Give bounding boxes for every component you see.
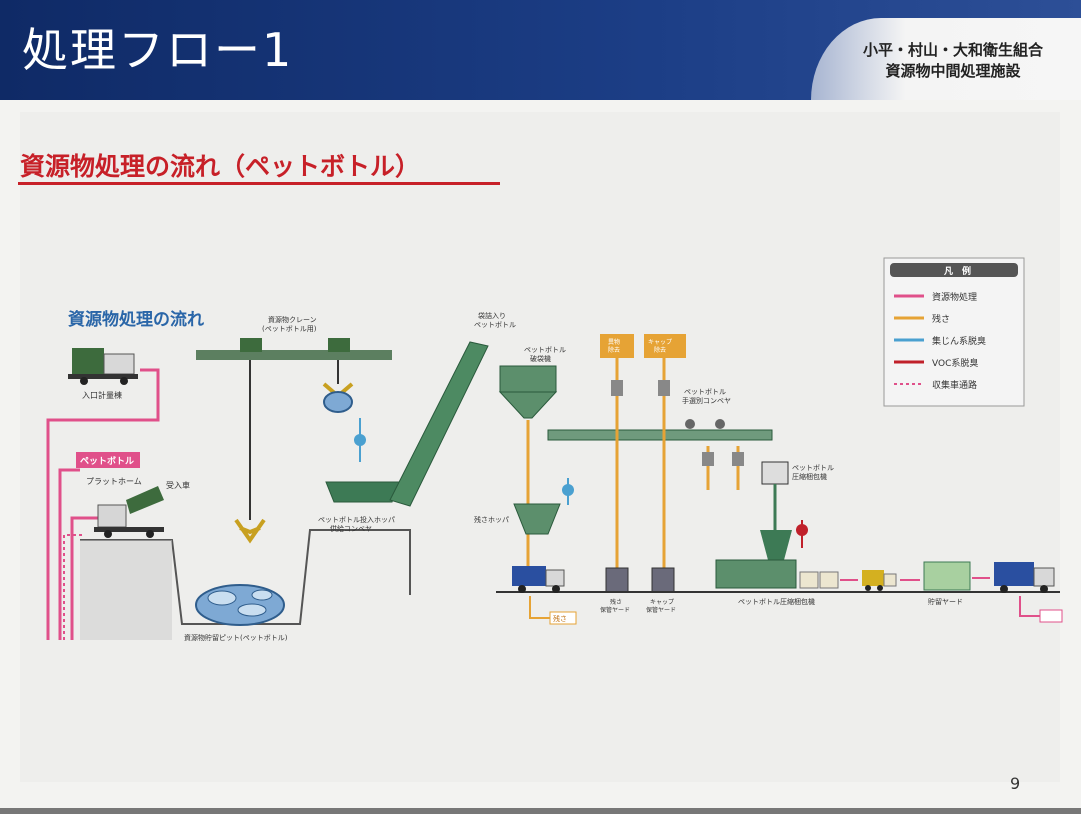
cap-box-a-line-2: 除去 (608, 346, 620, 354)
outbound-box (1039, 609, 1063, 623)
press-machine (715, 559, 797, 589)
dump-truck-label: 受入車 (166, 480, 190, 490)
pit-floor (80, 540, 172, 640)
bag-bottles-line-1: 袋詰入り (478, 311, 506, 320)
residue-hopper (513, 503, 561, 535)
residue-out-label: 残さ (553, 614, 567, 623)
heading-underline (18, 182, 500, 185)
bag-bottles-line-2: ペットボトル (474, 321, 516, 329)
bale-blocks (799, 571, 839, 589)
conveyor-rollers (685, 419, 725, 429)
cap-box-b-line-1: キャップ (648, 339, 672, 346)
residue-truck-icon (512, 566, 565, 593)
collection-dotted-line (63, 534, 82, 640)
input-hopper (325, 481, 401, 503)
bag-breaker-line-1: ペットボトル (524, 346, 566, 354)
org-line-1: 小平・村山・大和衛生組合 (862, 41, 1043, 59)
sort-conveyor (547, 429, 773, 441)
residue-yard-line-2: 保管ヤード (600, 606, 630, 614)
bag-breaker-label: ペットボトル 破袋機 (524, 346, 568, 363)
press-label: ペットボトル圧縮梱包機 (738, 597, 815, 606)
cap-box-a-label: 異物 除去 (608, 338, 622, 354)
residue-yard-line-1: 残さ (610, 598, 622, 606)
legend-item-1-label: 資源物処理 (932, 291, 977, 303)
hopper-conveyor-label: ペットボトル投入ホッパ 供給コンベヤ (318, 515, 397, 533)
outbound-line (1019, 596, 1040, 617)
hopper-label-line-1: ペットボトル投入ホッパ (318, 515, 395, 524)
org-line-2: 資源物中間処理施設 (885, 62, 1021, 80)
pit-label: 資源物貯留ピット(ペットボトル) (184, 633, 288, 642)
legend-item-5-label: 収集車通路 (932, 379, 977, 391)
platform-label: プラットホーム (86, 477, 142, 486)
outbound-truck-icon (994, 562, 1055, 593)
petbottle-tag-bg (76, 452, 140, 468)
legend-item-3-label: 集じん系脱臭 (932, 335, 986, 347)
residue-yard-label: 残さ 保管ヤード (600, 598, 630, 614)
cap-yard-label: キャップ 保管ヤード (646, 599, 676, 614)
baler-hood-line-1: ペットボトル (792, 464, 834, 472)
section-heading: 資源物処理の流れ（ペットボトル） (20, 152, 421, 181)
page-number: 9 (1010, 774, 1021, 793)
crane-structure (196, 338, 392, 544)
residue-out-box (549, 611, 577, 625)
legend-item-2-label: 残さ (932, 313, 950, 325)
dump-truck-icon (94, 486, 164, 538)
legend-item-4-label: VOC系脱臭 (932, 357, 978, 369)
baler-hood (761, 461, 789, 485)
crane-label-line-2: (ペットボトル用) (262, 325, 317, 333)
hand-sort-label: ペットボトル 手選別コンベヤ (682, 388, 731, 405)
drop-cans (611, 380, 744, 466)
hand-sort-line-1: ペットボトル (684, 388, 726, 396)
collection-flow-lines (46, 368, 160, 640)
legend-title-bg (890, 263, 1018, 277)
residue-out-line (529, 596, 550, 619)
residue-hopper-label: 残さホッパ (474, 515, 509, 524)
truck-weighing-icon (68, 348, 138, 385)
forklift-icon (862, 570, 897, 591)
yard-bins (605, 567, 675, 593)
crane-label: 資源物クレーン (ペットボトル用) (262, 315, 319, 333)
baler-hood-label: ペットボトル 圧縮梱包機 (792, 464, 836, 481)
petbottle-tag: ペットボトル (80, 455, 134, 467)
bag-breaker-line-2: 破袋機 (530, 354, 551, 363)
organization-name: 小平・村山・大和衛生組合 資源物中間処理施設 (863, 40, 1043, 82)
cap-yard-line-2: 保管ヤード (646, 606, 676, 614)
legend-title: 凡 例 (943, 265, 971, 277)
hopper-label-line-2: 供給コンベヤ (330, 524, 372, 533)
dust-collection-markers (354, 418, 574, 505)
supply-conveyor (389, 341, 489, 507)
diagram-subtitle: 資源物処理の流れ (68, 309, 204, 330)
legend-box (883, 257, 1025, 407)
legend-items: 資源物処理 残さ 集じん系脱臭 VOC系脱臭 収集車通路 (894, 291, 986, 391)
cap-yard-line-1: キャップ (650, 599, 674, 606)
cap-box-a-line-1: 異物 (608, 338, 620, 346)
cap-box-a (600, 334, 634, 358)
voc-marker (796, 524, 808, 536)
org-panel (811, 18, 1081, 100)
cap-box-b-line-2: 除去 (654, 346, 666, 354)
hand-sort-line-2: 手選別コンベヤ (682, 396, 731, 405)
crane-label-line-1: 資源物クレーン (268, 315, 317, 324)
cap-box-b (644, 334, 686, 358)
bag-bottles-label: 袋詰入り ペットボトル (474, 311, 516, 329)
bottom-border (0, 808, 1081, 814)
entrance-label: 入口計量棟 (82, 390, 122, 400)
bag-breaker (498, 365, 558, 419)
bottle-pile (195, 584, 285, 626)
baler-hood-line-2: 圧縮梱包機 (792, 472, 827, 481)
cap-box-b-label: キャップ 除去 (648, 339, 674, 354)
storage-yard-label: 貯留ヤード (928, 597, 963, 606)
slide-title: 処理フロー1 (22, 23, 294, 77)
content-area (20, 112, 1060, 782)
storage-yard-box (923, 561, 971, 591)
press-funnel (760, 530, 792, 560)
